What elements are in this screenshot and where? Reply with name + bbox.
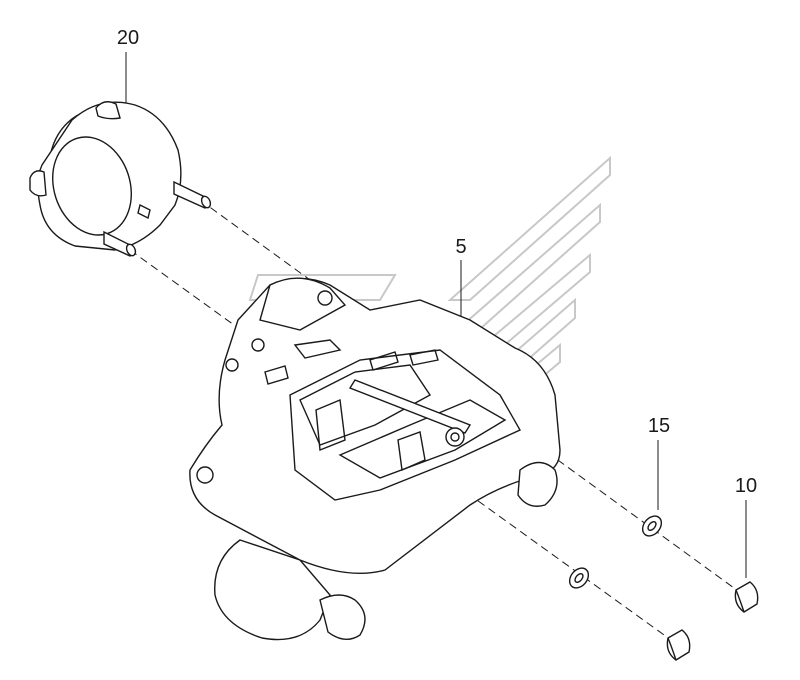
nuts	[666, 581, 759, 661]
callout-label-5: 5	[455, 236, 467, 258]
caliper	[189, 277, 561, 641]
callout-label-15: 15	[647, 415, 671, 437]
washer-upper	[641, 515, 663, 537]
washers	[568, 515, 663, 589]
callout-label-20: 20	[116, 27, 140, 49]
washer-lower	[568, 567, 590, 589]
callout-label-10: 10	[734, 475, 758, 497]
brake-chamber	[29, 101, 212, 257]
